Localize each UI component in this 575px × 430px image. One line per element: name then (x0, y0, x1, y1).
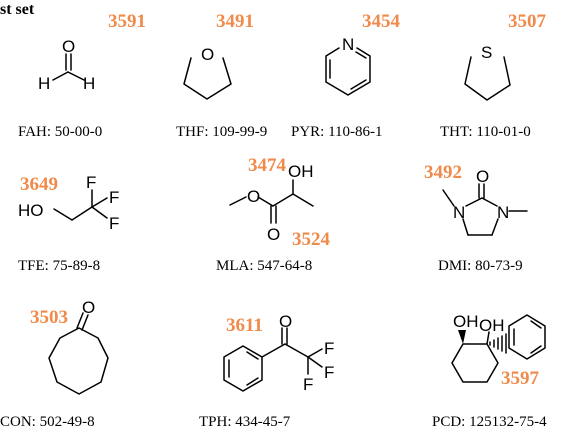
molecule-pyr: 3454 N PYR: 110-86-1 (291, 11, 401, 140)
bond (67, 71, 85, 81)
bond (71, 206, 93, 221)
atom-label: O (247, 187, 260, 206)
molecule-tfe: 3649 HO F F F TFE: 75-89-8 (18, 173, 119, 274)
molecule-dmi: 3492 O N N DMI: 80-73-9 (424, 162, 528, 274)
atom-label: O (476, 167, 489, 186)
atom-label: S (481, 43, 492, 62)
bond (53, 208, 73, 221)
atom-label: F (324, 339, 334, 358)
bond (481, 197, 498, 207)
frequency-label: 3503 (30, 307, 68, 328)
molecule-tht: 3507 S THT: 110-01-0 (440, 11, 547, 140)
bond (257, 196, 274, 207)
hashed-bond (489, 333, 507, 354)
bond (91, 206, 108, 219)
atom-label: OH (479, 316, 505, 335)
bond (229, 196, 247, 206)
bond (307, 348, 323, 358)
atom-label: O (267, 225, 280, 244)
atom-label: F (303, 375, 313, 394)
molecule-caption: TFE: 75-89-8 (18, 258, 100, 274)
double-bond (350, 79, 367, 90)
frequency-label: 3524 (292, 229, 331, 250)
molecule-mla: 3474 3524 OH O O MLA: 547-64-8 (216, 155, 331, 274)
molecule-caption: PYR: 110-86-1 (291, 124, 383, 140)
double-bond (76, 312, 84, 329)
atom-label: O (201, 45, 214, 64)
atom-label: F (324, 363, 334, 382)
bond (292, 193, 314, 207)
molecule-thf: 3491 O THF: 109-99-9 (176, 11, 267, 140)
wedge-bond (458, 330, 466, 344)
bond (284, 343, 309, 358)
frequency-label: 3591 (108, 11, 146, 32)
frequency-label: 3507 (508, 11, 547, 32)
atom-label: HO (18, 201, 44, 220)
molecule-tph: 3611 O F F F TPH: 434-45-7 (199, 312, 334, 430)
aromatic-bond (246, 351, 259, 360)
atom-label: F (86, 173, 96, 192)
atom-label: OH (288, 162, 314, 181)
frequency-label: 3454 (362, 11, 401, 32)
molecule-caption: THF: 109-99-9 (176, 124, 267, 140)
molecule-caption: DMI: 80-73-9 (438, 258, 523, 274)
molecule-caption: CON: 502-49-8 (0, 414, 95, 430)
cyclohexane-ring (451, 343, 499, 383)
bond (462, 218, 469, 236)
molecule-con: 3503 O CON: 502-49-8 (0, 298, 109, 430)
ring-bonds (183, 57, 232, 100)
frequency-label: 3611 (226, 315, 263, 336)
atom-label: H (38, 74, 50, 93)
bond (307, 356, 323, 368)
ring-bonds (325, 47, 371, 96)
methyl-bond (442, 189, 455, 207)
frequency-label: 3474 (248, 155, 287, 176)
molecule-caption: MLA: 547-64-8 (216, 258, 312, 274)
frequency-label: 3597 (501, 368, 540, 389)
molecule-fah: 3591 O H H FAH: 50-00-0 (18, 11, 146, 140)
atom-label: O (82, 298, 95, 317)
aromatic-bond (530, 320, 542, 329)
figure-title: st set (0, 1, 35, 18)
double-bond (355, 51, 367, 59)
bond (261, 343, 286, 358)
bond (272, 193, 294, 207)
atom-label: N (453, 203, 465, 222)
double-bond (81, 314, 89, 331)
bond (465, 197, 483, 207)
atom-label: F (109, 188, 119, 207)
atom-label: H (83, 74, 95, 93)
bond (91, 197, 108, 208)
frequency-label: 3492 (424, 162, 462, 183)
molecule-pcd: 3597 OH OH PCD: 125132-75-4 (432, 312, 547, 430)
ring-bonds (48, 327, 109, 395)
frequency-label: 3649 (20, 174, 58, 195)
bond (486, 331, 490, 345)
aromatic-bond (530, 345, 542, 354)
atom-label: OH (453, 312, 479, 331)
atom-label: O (62, 37, 75, 56)
frequency-label: 3491 (216, 11, 254, 32)
atom-label: N (497, 203, 509, 222)
atom-label: O (279, 312, 292, 331)
ring-bonds (464, 56, 511, 101)
molecule-caption: TPH: 434-45-7 (199, 414, 291, 430)
molecule-caption: THT: 110-01-0 (440, 124, 531, 140)
atom-label: N (342, 35, 354, 54)
molecule-caption: PCD: 125132-75-4 (432, 414, 547, 430)
bond (491, 218, 499, 236)
bond (52, 71, 69, 81)
aromatic-bond (246, 377, 259, 386)
atom-label: F (109, 214, 119, 233)
molecule-caption: FAH: 50-00-0 (18, 124, 102, 140)
phenyl-ring (508, 314, 546, 360)
